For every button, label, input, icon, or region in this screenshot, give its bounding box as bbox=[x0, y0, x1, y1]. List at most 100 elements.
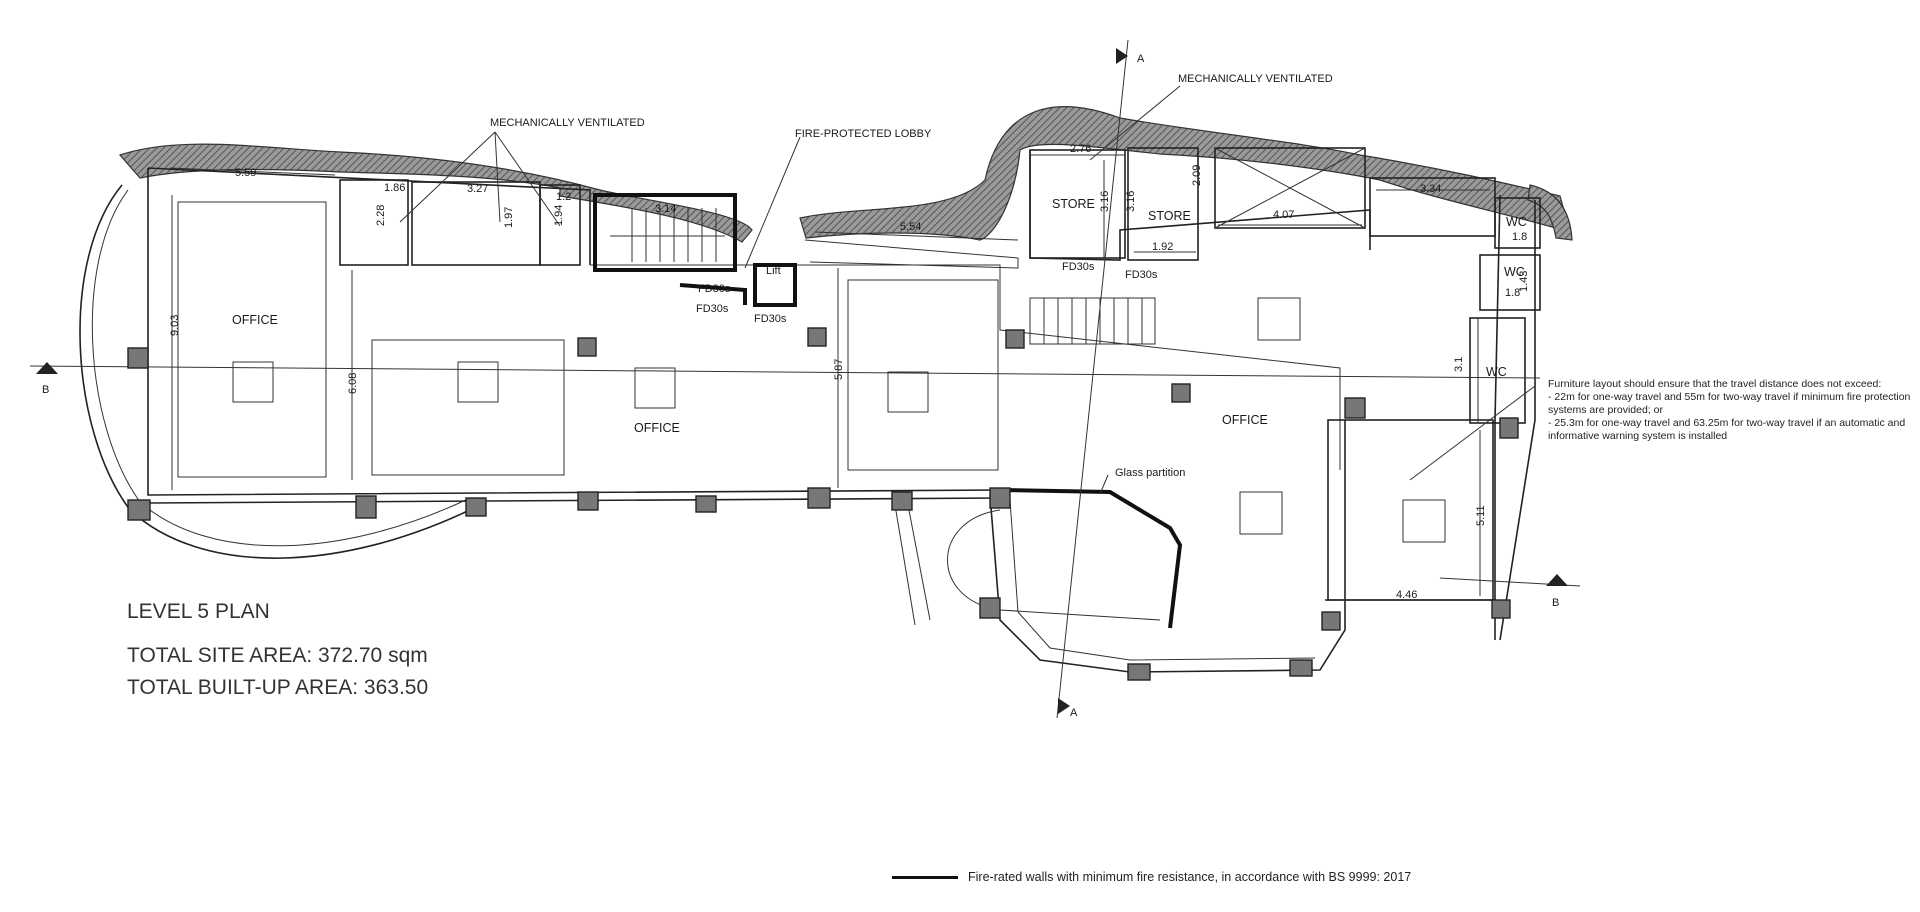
right-office-tile-3 bbox=[1402, 499, 1446, 543]
dim-4-07: 4.07 bbox=[1273, 209, 1294, 221]
dim-5-11: 5.11 bbox=[1475, 505, 1487, 526]
section-a-arrow-top bbox=[1116, 48, 1128, 64]
south-bay-west-2 bbox=[907, 504, 931, 621]
lift-label: Lift bbox=[766, 265, 781, 277]
dim-1-92: 1.92 bbox=[1152, 241, 1173, 253]
wc-1-room bbox=[1494, 197, 1541, 249]
wc-3-room bbox=[1469, 317, 1526, 424]
mech-vent-right-label: MECHANICALLY VENTILATED bbox=[1178, 73, 1333, 85]
dim-2-09: 2.09 bbox=[1191, 165, 1203, 186]
fire-lobby-label: FIRE-PROTECTED LOBBY bbox=[795, 128, 932, 140]
store-1 bbox=[1029, 149, 1126, 259]
room-wc-2: WC bbox=[1504, 265, 1525, 279]
dim-3-34: 3.34 bbox=[1420, 183, 1441, 195]
section-b-arrow-left bbox=[36, 362, 58, 374]
dim-1-2: 1.2 bbox=[556, 191, 571, 203]
dim-5-54: 5.54 bbox=[900, 221, 921, 233]
lift-shaft bbox=[753, 263, 797, 307]
stair-treads-2 bbox=[1029, 297, 1156, 345]
store-2 bbox=[1127, 147, 1199, 261]
right-outer-wall-2 bbox=[1499, 200, 1536, 641]
mech-vent-left-label: MECHANICALLY VENTILATED bbox=[490, 117, 645, 129]
notes-intro: Furniture layout should ensure that the … bbox=[1548, 378, 1882, 390]
mech-room-1 bbox=[339, 179, 409, 266]
section-b-right-label: B bbox=[1552, 597, 1559, 609]
section-b-arrow-right bbox=[1546, 574, 1568, 586]
room-store-2: STORE bbox=[1148, 209, 1191, 223]
notes-item-2: - 25.3m for one-way travel and 63.25m fo… bbox=[1548, 417, 1906, 442]
section-line-a bbox=[1056, 39, 1129, 719]
hatched-boundary-right bbox=[799, 106, 1571, 241]
mid-office-tile-3 bbox=[887, 371, 929, 413]
dim-9-03: 9.03 bbox=[169, 315, 181, 336]
section-b-left-label: B bbox=[42, 384, 49, 396]
built-up-area: TOTAL BUILT-UP AREA: 363.50 bbox=[127, 676, 428, 699]
right-outer-wall bbox=[1494, 194, 1501, 640]
dim-1-94: 1.94 bbox=[553, 205, 565, 226]
dim-3-1: 3.1 bbox=[1453, 357, 1465, 372]
door-fd5: FD30s bbox=[1125, 269, 1158, 281]
dim-1-43: 1.43 bbox=[1518, 271, 1530, 292]
legend-fire-rated-text: Fire-rated walls with minimum fire resis… bbox=[968, 870, 1412, 884]
dim-3-27: 3.27 bbox=[467, 183, 488, 195]
glass-partition-label: Glass partition bbox=[1115, 467, 1185, 479]
mid-office-tile-2 bbox=[634, 367, 676, 409]
structural-columns bbox=[127, 327, 1519, 681]
mech-room-3 bbox=[539, 184, 581, 266]
dim-3-16a: 3.16 bbox=[1099, 191, 1111, 212]
dim-5-59: 5.59 bbox=[235, 167, 256, 179]
glass-partition bbox=[999, 488, 1183, 629]
door-fd4: FD30s bbox=[1062, 261, 1095, 273]
room-office-right: OFFICE bbox=[1222, 413, 1268, 427]
north-wall-left bbox=[147, 167, 591, 265]
left-office-furniture bbox=[177, 201, 327, 478]
dim-3-14: 3.14 bbox=[655, 203, 676, 215]
room-store-1: STORE bbox=[1052, 197, 1095, 211]
dim-5-87: 5.87 bbox=[833, 359, 845, 380]
mech-room-right bbox=[1214, 147, 1366, 229]
mid-office-furniture bbox=[371, 339, 565, 476]
room-wc-3: WC bbox=[1486, 365, 1507, 379]
stair-treads-1 bbox=[610, 208, 725, 262]
dim-1-97: 1.97 bbox=[503, 207, 515, 228]
dim-4-46: 4.46 bbox=[1396, 589, 1417, 601]
right-office-room bbox=[1327, 419, 1494, 601]
wc-2-room bbox=[1479, 254, 1541, 311]
door-fd2: FD30s bbox=[696, 303, 729, 315]
south-bay-inner bbox=[1009, 499, 1316, 661]
room-wc-1: WC bbox=[1506, 215, 1527, 229]
south-bay-west bbox=[894, 504, 916, 626]
corridor-north bbox=[804, 239, 1019, 269]
dim-1-8b: 1.8 bbox=[1505, 287, 1520, 299]
fire-lobby-wall bbox=[679, 283, 747, 305]
dim-1-86: 1.86 bbox=[384, 182, 405, 194]
hatched-boundary-left bbox=[118, 143, 753, 243]
room-office-mid: OFFICE bbox=[634, 421, 680, 435]
right-office-tile-2 bbox=[1239, 491, 1283, 535]
mid-office-outline bbox=[590, 264, 1341, 470]
room-office-left: OFFICE bbox=[232, 313, 278, 327]
door-fd1: FD30s bbox=[698, 283, 731, 295]
right-office-tile-1 bbox=[1257, 297, 1301, 341]
mech-room-right-diag-2 bbox=[1214, 147, 1366, 229]
notes-item-1: - 22m for one-way travel and 55m for two… bbox=[1548, 391, 1911, 416]
dim-3-16b: 3.16 bbox=[1125, 191, 1137, 212]
dim-2-28: 2.28 bbox=[375, 205, 387, 226]
section-a-arrow-bottom bbox=[1058, 698, 1070, 714]
dim-2-76: 2.76 bbox=[1070, 143, 1091, 155]
south-bay bbox=[989, 420, 1346, 673]
left-outer-wall bbox=[147, 168, 1001, 496]
left-office-tile bbox=[232, 361, 274, 403]
drawing-title: LEVEL 5 PLAN bbox=[127, 600, 270, 623]
leader-lines bbox=[399, 85, 1536, 495]
legend: Fire-rated walls with minimum fire resis… bbox=[892, 870, 1411, 884]
section-a-top-label: A bbox=[1137, 53, 1145, 65]
mid-office-tile-1 bbox=[457, 361, 499, 403]
door-fd3: FD30s bbox=[754, 313, 787, 325]
dim-1-8a: 1.8 bbox=[1512, 231, 1527, 243]
bottom-wall-left bbox=[147, 497, 1001, 504]
section-line-b bbox=[29, 365, 1541, 379]
travel-distance-notes: Furniture layout should ensure that the … bbox=[1548, 378, 1920, 443]
dim-6-08: 6.08 bbox=[347, 373, 359, 394]
